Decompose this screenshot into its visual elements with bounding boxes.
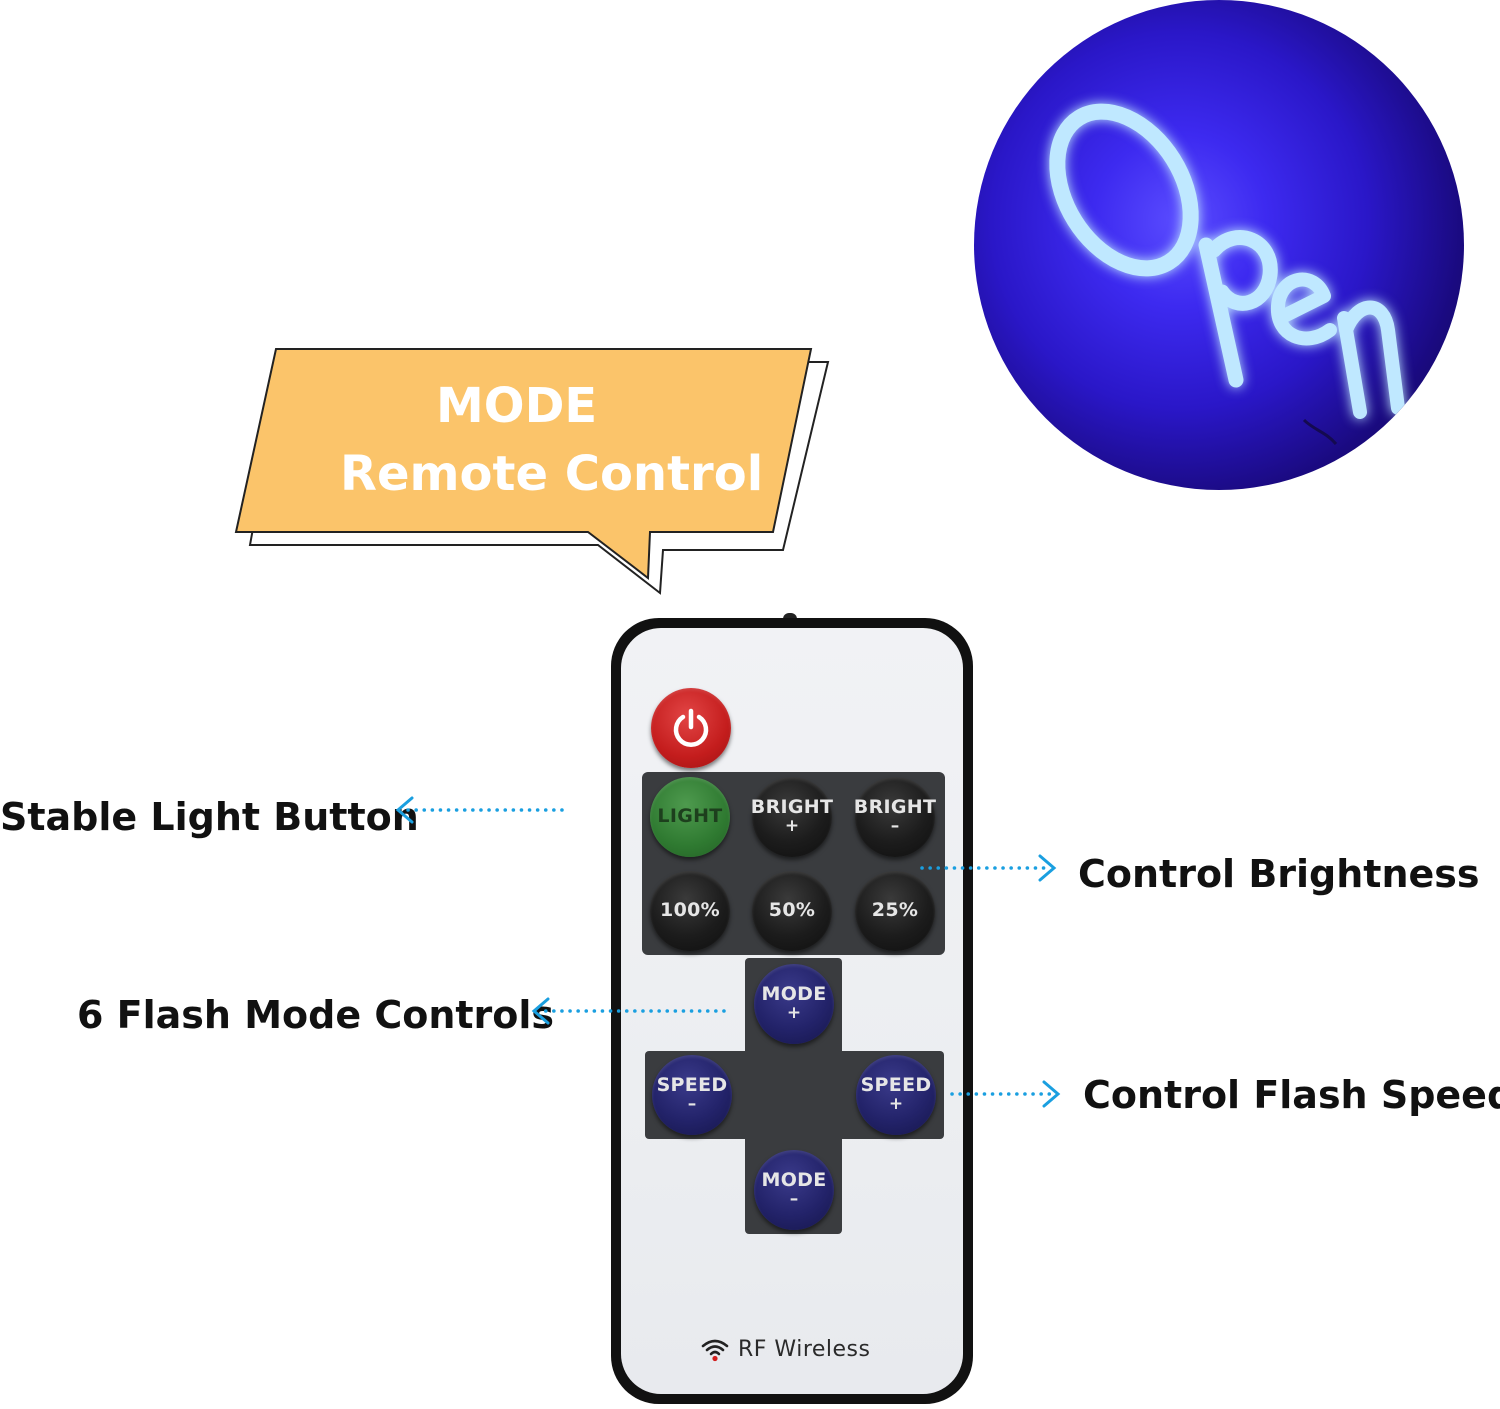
bright-plus-label: BRIGHT xyxy=(750,796,834,819)
brightness-25-label: 25% xyxy=(871,899,919,922)
light-button-label: LIGHT xyxy=(657,805,723,828)
neon-open-sign-image xyxy=(974,0,1464,490)
bright-plus-button[interactable]: BRIGHT + xyxy=(750,777,834,857)
flash-mode-callout: 6 Flash Mode Controls xyxy=(77,993,555,1037)
bright-minus-sign: – xyxy=(890,816,900,837)
mode-minus-button[interactable]: MODE – xyxy=(754,1150,834,1230)
power-button[interactable] xyxy=(651,688,731,768)
power-icon xyxy=(673,708,709,747)
speed-minus-sign: – xyxy=(687,1094,697,1115)
speed-plus-label: SPEED xyxy=(860,1074,932,1097)
flash-speed-callout: Control Flash Speed xyxy=(1083,1073,1500,1117)
brightness-100-button[interactable]: 100% xyxy=(650,871,730,951)
arrow-stable-light xyxy=(395,796,564,824)
mode-minus-sign: – xyxy=(789,1189,799,1210)
mode-plus-button[interactable]: MODE + xyxy=(754,964,834,1044)
neon-sign-graphic xyxy=(1049,103,1405,445)
rf-wireless-label: RF Wireless xyxy=(738,1336,871,1362)
bright-plus-sign: + xyxy=(784,816,800,837)
bubble-subtitle: Remote Control xyxy=(340,446,764,502)
remote-antenna-bump xyxy=(783,613,797,621)
mode-plus-label: MODE xyxy=(761,983,827,1006)
brightness-50-button[interactable]: 50% xyxy=(752,871,832,951)
brightness-25-button[interactable]: 25% xyxy=(855,871,935,951)
brightness-callout: Control Brightness xyxy=(1078,852,1480,896)
mode-minus-label: MODE xyxy=(761,1169,827,1192)
bubble-title: MODE xyxy=(436,378,598,434)
wifi-icon xyxy=(701,1339,729,1362)
brightness-100-label: 100% xyxy=(660,899,720,922)
speed-minus-label: SPEED xyxy=(656,1074,728,1097)
bright-minus-label: BRIGHT xyxy=(853,796,937,819)
rf-wireless-badge: RF Wireless xyxy=(700,1336,870,1362)
mode-plus-sign: + xyxy=(786,1003,802,1024)
brightness-50-label: 50% xyxy=(768,899,816,922)
light-button[interactable]: LIGHT xyxy=(650,777,730,857)
speed-plus-sign: + xyxy=(888,1094,904,1115)
speed-plus-button[interactable]: SPEED + xyxy=(856,1055,936,1135)
speech-bubble xyxy=(234,348,830,595)
speed-minus-button[interactable]: SPEED – xyxy=(652,1055,732,1135)
stable-light-callout: Stable Light Button xyxy=(0,795,419,839)
bright-minus-button[interactable]: BRIGHT – xyxy=(853,777,937,857)
